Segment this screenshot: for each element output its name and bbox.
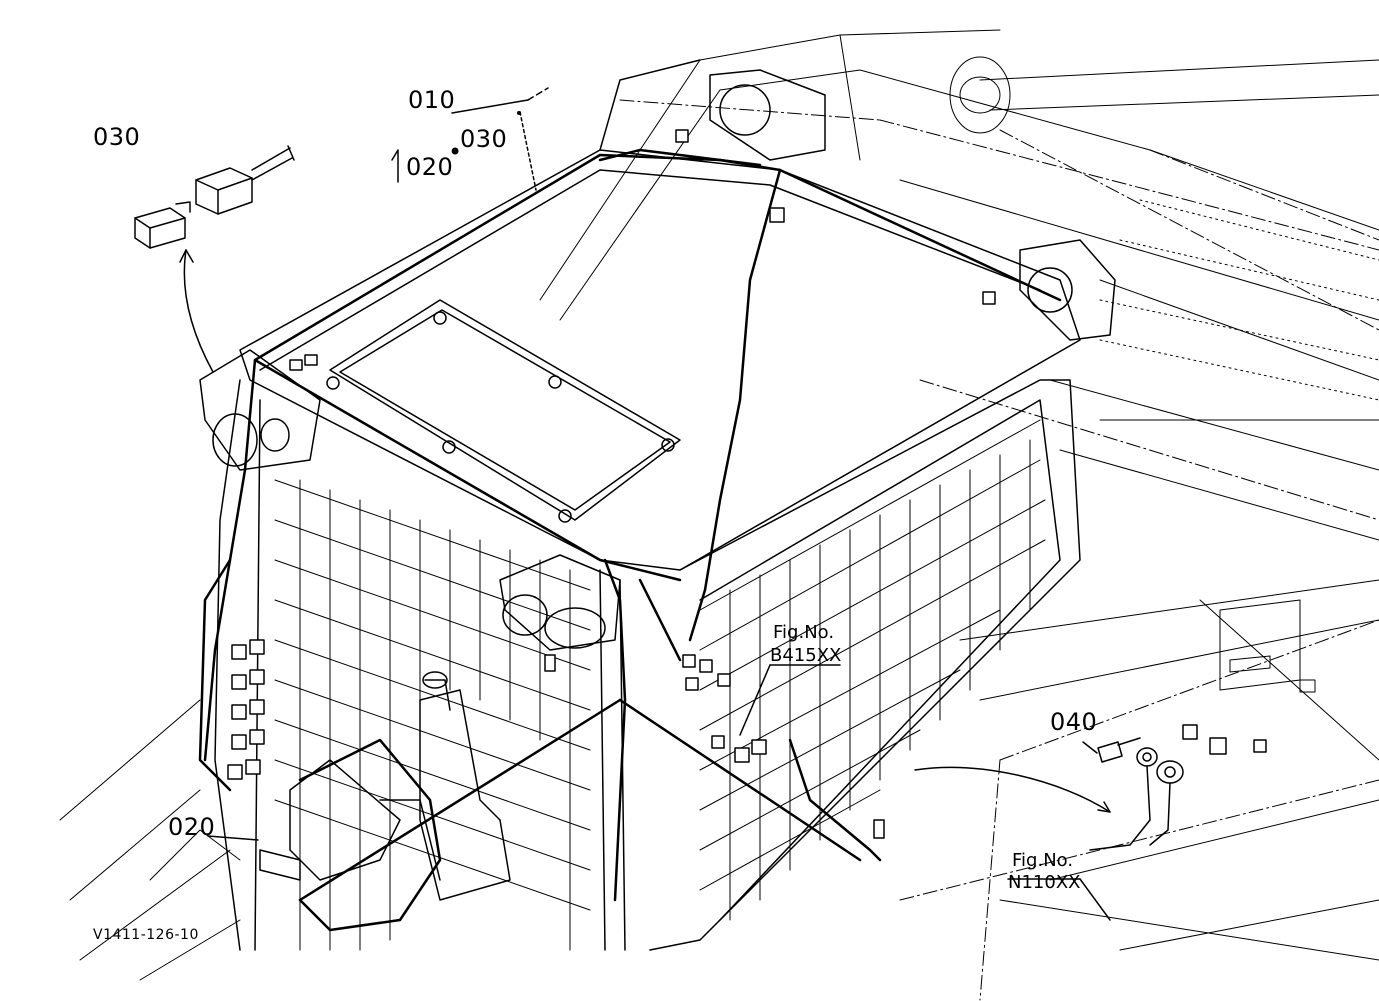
part-number-030-left: 030 [93, 123, 141, 151]
leader-lines [179, 87, 1111, 921]
drawing-code: V1411-126-10 [93, 927, 199, 943]
separator-dot: • [448, 138, 463, 166]
leader-040 [1082, 741, 1098, 754]
connector-030-detail [134, 145, 295, 249]
fig-ref-b415-label: Fig.No. [773, 622, 835, 643]
control-lever [259, 671, 511, 901]
roof-bolts [326, 311, 675, 523]
arrow-030 [183, 249, 214, 373]
part-number-040: 040 [1050, 708, 1098, 736]
ground-bolt-040-detail [1089, 724, 1267, 851]
roof-lights [199, 69, 1116, 651]
leader-010 [451, 99, 529, 114]
part-number-010: 010 [408, 86, 456, 114]
machine-body [59, 29, 1379, 1001]
harness-connectors [227, 129, 996, 839]
wire-harness [198, 148, 1062, 932]
part-number-020-bottom: 020 [168, 813, 216, 841]
part-number-020-top: 020 [406, 153, 454, 181]
bracket-020-030 [391, 149, 399, 183]
arrow-040 [914, 766, 1111, 813]
leader-020-bottom [207, 835, 259, 841]
leader-010-dash [527, 87, 549, 101]
part-number-030-top: 030 [460, 125, 508, 153]
fig-ref-n110-label: Fig.No. [1012, 850, 1074, 871]
fig-ref-b415-number: B415XX [770, 645, 842, 666]
cab-mesh-side [699, 419, 1046, 921]
cab-roof [239, 59, 1081, 571]
leader-010-drop [519, 111, 537, 191]
fig-ref-n110-number: N110XX [1008, 872, 1081, 893]
